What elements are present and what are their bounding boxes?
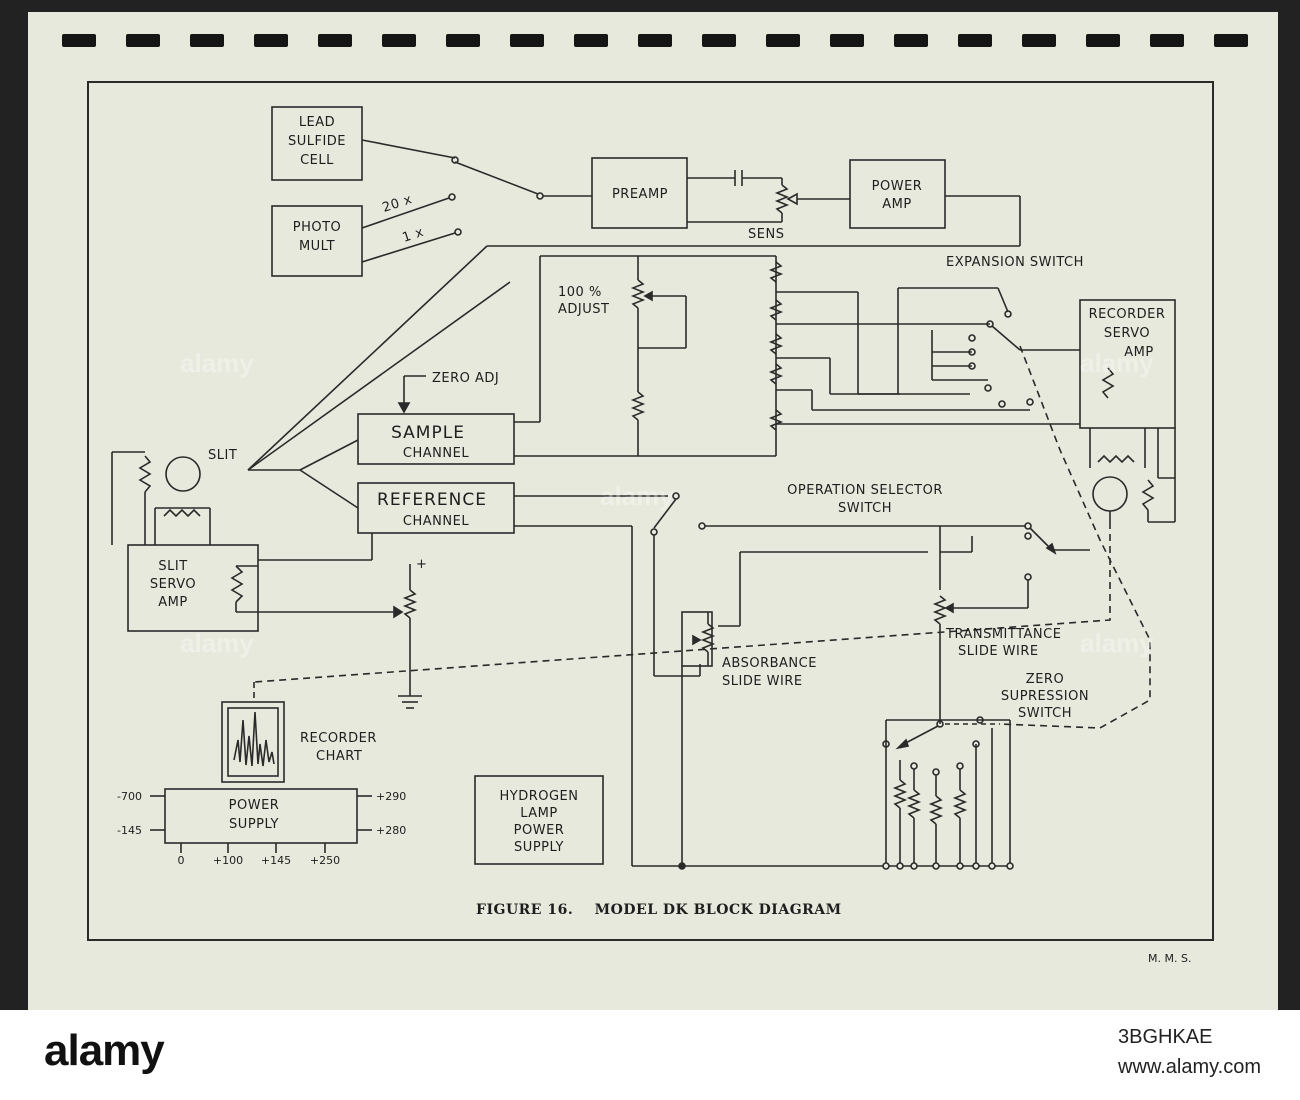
expansion-switch-label: EXPANSION SWITCH xyxy=(946,255,1084,270)
footer-site: www.alamy.com xyxy=(1118,1056,1261,1078)
preamp-label: PREAMP xyxy=(612,187,668,202)
lead-sulfide-cell-label: LEAD SULFIDE CELL xyxy=(288,115,346,168)
plus-terminal-label: + xyxy=(416,557,427,572)
hydrogen-lamp-label: HYDROGEN LAMP POWER SUPPLY xyxy=(499,789,578,855)
slit-servo-amp-label: SLIT SERVO AMP xyxy=(150,559,196,610)
adjust-100-label: 100 % ADJUST xyxy=(558,285,609,317)
zero-adj-label: ZERO ADJ xyxy=(432,371,499,386)
footer-brand: alamy xyxy=(44,1026,165,1075)
svg-text:ADJUST: ADJUST xyxy=(558,302,609,317)
svg-text:POWER: POWER xyxy=(514,823,565,838)
svg-text:SUPRESSION: SUPRESSION xyxy=(1001,689,1089,704)
zero-suppression-label: ZERO SUPRESSION SWITCH xyxy=(1001,672,1089,721)
svg-text:CHANNEL: CHANNEL xyxy=(403,514,469,529)
svg-text:SLIDE WIRE: SLIDE WIRE xyxy=(722,674,803,689)
power-amp-box xyxy=(849,159,946,229)
power-supply-box xyxy=(164,788,358,844)
svg-text:AMP: AMP xyxy=(158,595,187,610)
recorder-chart-label: RECORDER CHART xyxy=(300,731,377,764)
svg-text:AMP: AMP xyxy=(1124,345,1153,360)
svg-text:+290: +290 xyxy=(376,790,406,803)
power-amp-label: POWER AMP xyxy=(872,179,923,212)
watermark-group: alamy alamy alamy alamy alamy xyxy=(180,348,1154,658)
svg-text:SAMPLE: SAMPLE xyxy=(391,423,465,443)
svg-text:CHART: CHART xyxy=(316,749,362,764)
binding-holes xyxy=(62,34,1248,47)
svg-text:SWITCH: SWITCH xyxy=(1018,706,1072,721)
stock-footer: alamy 3BGHKAE www.alamy.com xyxy=(0,1010,1300,1100)
svg-text:AMP: AMP xyxy=(882,197,911,212)
svg-text:alamy: alamy xyxy=(600,481,674,511)
svg-text:REFERENCE: REFERENCE xyxy=(377,490,487,510)
power-supply-voltages: -700 -145 +290 +280 0 +100 +145 +250 xyxy=(117,790,406,867)
svg-text:HYDROGEN: HYDROGEN xyxy=(499,789,578,804)
svg-text:POWER: POWER xyxy=(872,179,923,194)
diagram-border xyxy=(87,81,1214,941)
gain-1x-label: 1 x xyxy=(401,225,426,246)
recorder-servo-amp-box xyxy=(1079,299,1176,429)
svg-text:+100: +100 xyxy=(213,854,243,867)
figure-caption: FIGURE 16. MODEL DK BLOCK DIAGRAM xyxy=(476,902,842,918)
photo-mult-label: PHOTO MULT xyxy=(293,220,342,254)
svg-text:PHOTO: PHOTO xyxy=(293,220,342,235)
hydrogen-lamp-box xyxy=(474,775,604,865)
slit-label: SLIT xyxy=(208,448,237,463)
lead-sulfide-cell-box xyxy=(271,106,363,181)
svg-text:SUPPLY: SUPPLY xyxy=(229,817,279,832)
svg-text:-145: -145 xyxy=(117,824,142,837)
svg-text:RECORDER: RECORDER xyxy=(1089,307,1166,322)
svg-text:CHANNEL: CHANNEL xyxy=(403,446,469,461)
svg-text:TRANSMITTANCE: TRANSMITTANCE xyxy=(945,627,1061,642)
svg-text:LAMP: LAMP xyxy=(520,806,558,821)
power-supply-label: POWER SUPPLY xyxy=(229,798,280,832)
operation-selector-label: OPERATION SELECTOR SWITCH xyxy=(787,483,943,516)
svg-text:SUPPLY: SUPPLY xyxy=(514,840,564,855)
svg-text:POWER: POWER xyxy=(229,798,280,813)
svg-text:CELL: CELL xyxy=(300,153,334,168)
footer-image-id: 3BGHKAE xyxy=(1118,1026,1213,1048)
photo-mult-box xyxy=(271,205,363,277)
drafter-initials: M. M. S. xyxy=(1148,952,1191,965)
svg-text:MULT: MULT xyxy=(299,239,335,254)
svg-text:alamy: alamy xyxy=(180,628,254,658)
svg-text:+145: +145 xyxy=(261,854,291,867)
svg-text:+280: +280 xyxy=(376,824,406,837)
sens-label: SENS xyxy=(748,227,784,242)
svg-text:OPERATION SELECTOR: OPERATION SELECTOR xyxy=(787,483,943,498)
transmittance-label: TRANSMITTANCE SLIDE WIRE xyxy=(945,627,1061,659)
svg-text:RECORDER: RECORDER xyxy=(300,731,377,746)
svg-text:alamy: alamy xyxy=(1080,628,1154,658)
svg-text:alamy: alamy xyxy=(180,348,254,378)
preamp-box xyxy=(591,157,688,229)
reference-channel-label: REFERENCE CHANNEL xyxy=(377,490,487,529)
sample-channel-box xyxy=(357,413,515,465)
svg-text:-700: -700 xyxy=(117,790,142,803)
svg-text:ABSORBANCE: ABSORBANCE xyxy=(722,656,817,671)
sample-channel-label: SAMPLE CHANNEL xyxy=(391,423,469,461)
svg-text:SERVO: SERVO xyxy=(150,577,196,592)
slit-servo-amp-box xyxy=(127,544,259,632)
recorder-servo-amp-label: RECORDER SERVO AMP xyxy=(1089,307,1166,360)
svg-text:SWITCH: SWITCH xyxy=(838,501,892,516)
svg-text:+250: +250 xyxy=(310,854,340,867)
svg-text:SLIT: SLIT xyxy=(158,559,187,574)
recorder-chart-box xyxy=(221,701,285,783)
svg-text:0: 0 xyxy=(178,854,185,867)
svg-text:100 %: 100 % xyxy=(558,285,602,300)
svg-text:ZERO: ZERO xyxy=(1026,672,1064,687)
svg-text:SLIDE WIRE: SLIDE WIRE xyxy=(958,644,1039,659)
svg-text:alamy: alamy xyxy=(1080,348,1154,378)
absorbance-label: ABSORBANCE SLIDE WIRE xyxy=(722,656,817,689)
svg-text:SULFIDE: SULFIDE xyxy=(288,134,346,149)
paper-sheet xyxy=(28,12,1278,1012)
svg-text:LEAD: LEAD xyxy=(299,115,335,130)
svg-text:SERVO: SERVO xyxy=(1104,326,1150,341)
